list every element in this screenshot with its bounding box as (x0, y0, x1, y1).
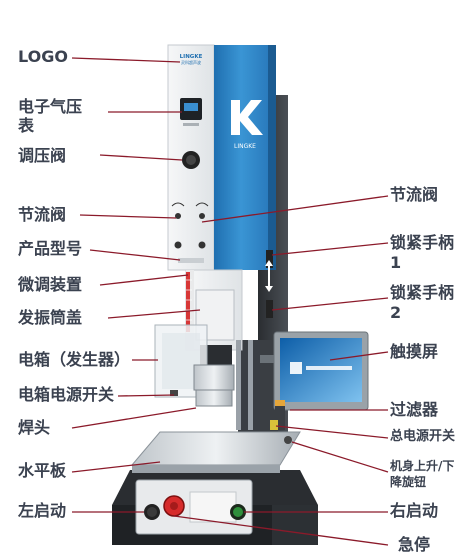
label-main-switch: 总电源开关 (390, 429, 456, 444)
label-table: 水平板 (18, 461, 67, 480)
column-brand-text: LINGKE (234, 143, 256, 150)
horn-tip (195, 389, 233, 407)
throttle-right-valve (199, 213, 205, 219)
lock-handle-2 (266, 300, 273, 318)
label-left-start: 左启动 (18, 501, 67, 520)
filter (275, 400, 285, 430)
label-box-switch: 电箱电源开关 (18, 385, 115, 404)
logo-text: LINGKE (180, 54, 203, 60)
base-side (272, 505, 318, 545)
logo-sub: 灵科超声波 (181, 59, 201, 65)
label-lift-button: 机身上升/下 (390, 459, 455, 473)
front-label-plate (189, 491, 237, 523)
label-horn: 焊头 (18, 418, 51, 437)
label-electric-box: 电箱（发生器） (18, 350, 131, 369)
leader-lines (71, 57, 389, 546)
label-fine-tune: 微调装置 (18, 275, 83, 294)
label-regulator: 调压阀 (18, 146, 67, 165)
label-logo: LOGO (18, 47, 68, 66)
fine-tune-scale (186, 272, 190, 332)
main-power-switch (270, 420, 278, 430)
label-model: 产品型号 (18, 239, 83, 258)
label-lift-button-line2: 降旋钮 (390, 475, 427, 489)
k-logo (231, 100, 263, 135)
label-lock-1-number: 1 (390, 253, 402, 272)
lift-knob (284, 436, 292, 444)
label-lock-2-number: 2 (390, 303, 402, 322)
label-lock-2: 锁紧手柄 (390, 283, 455, 302)
label-gauge: 电子气压 (18, 97, 83, 116)
lock-handle-1 (266, 250, 273, 268)
label-throttle-left: 节流阀 (18, 205, 67, 224)
label-gauge-line2: 表 (18, 116, 35, 135)
horn-body (193, 364, 235, 391)
label-throttle-right: 节流阀 (390, 185, 439, 204)
work-table (130, 431, 301, 466)
label-touchscreen: 触摸屏 (390, 342, 439, 361)
throttle-left-valve (175, 213, 181, 219)
model-plate (178, 258, 204, 263)
column-blue (214, 45, 268, 270)
label-vibrator: 发振筒盖 (18, 308, 83, 327)
work-table-edge (132, 465, 280, 473)
label-lock-1: 锁紧手柄 (390, 233, 455, 252)
label-estop: 急停 (398, 535, 431, 554)
label-right-start: 右启动 (390, 501, 439, 520)
booster (200, 345, 232, 365)
label-filter: 过滤器 (390, 400, 439, 419)
box-power-switch (170, 390, 178, 396)
